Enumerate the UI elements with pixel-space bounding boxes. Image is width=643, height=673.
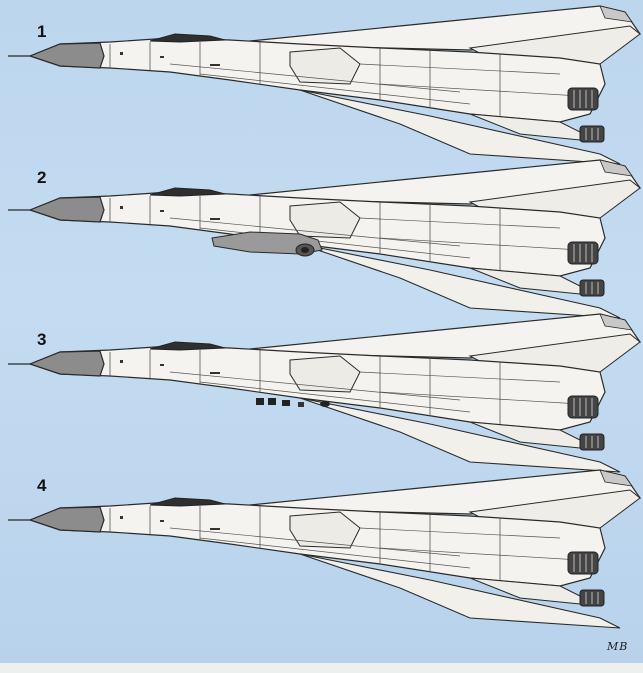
aircraft-variant-4: 4 [0, 468, 643, 638]
aircraft-variant-3: 3 [0, 312, 643, 482]
aircraft-drawing-4 [7, 469, 641, 629]
aircraft-variant-1: 1 [0, 4, 643, 174]
variant-number-label: 4 [37, 476, 47, 495]
variant-number-label: 3 [37, 330, 47, 349]
weapons-bay-pod [211, 231, 323, 257]
aircraft-drawing-3 [7, 313, 641, 473]
aircraft-variant-2: 2 [0, 158, 643, 328]
aircraft-drawing-2 [7, 159, 641, 319]
variant-number-label: 1 [37, 22, 47, 41]
variant-number-label: 2 [37, 168, 47, 187]
sensor-panels [256, 398, 330, 407]
aircraft-drawing-1 [7, 5, 641, 165]
artist-signature: MB [607, 640, 629, 653]
bottom-caption-strip [0, 663, 643, 673]
